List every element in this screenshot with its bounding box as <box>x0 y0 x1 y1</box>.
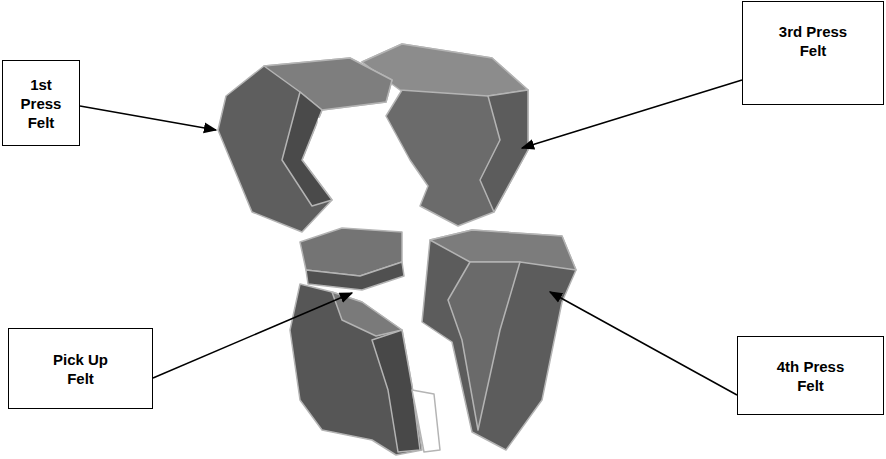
leader-line <box>80 106 216 130</box>
leader-line <box>153 293 352 378</box>
callout-label: 3rd Press Felt <box>767 22 859 60</box>
press-felt-runs <box>218 44 576 455</box>
callout-box: 4th Press Felt <box>737 336 884 415</box>
callout-box: Pick Up Felt <box>8 328 153 409</box>
leader-line <box>550 292 737 395</box>
leader-line <box>522 80 742 148</box>
callout-label: Pick Up Felt <box>40 350 122 388</box>
callout-box: 3rd Press Felt <box>742 1 884 105</box>
callout-label: 4th Press Felt <box>765 357 857 395</box>
callout-label: 1st Press Felt <box>15 75 67 132</box>
callout-box: 1st Press Felt <box>2 60 80 146</box>
leader-lines <box>80 80 742 395</box>
